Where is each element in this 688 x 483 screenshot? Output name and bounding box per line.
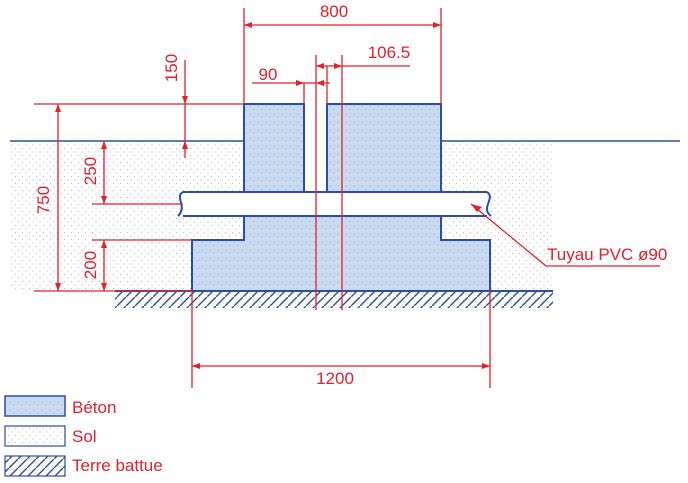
- dim-top-height: 150: [162, 54, 181, 82]
- dim-total-height: 750: [34, 186, 53, 214]
- dim-pipe-gap: 90: [259, 65, 278, 84]
- legend-swatch-hatch: [4, 455, 66, 477]
- pvc-pipe-horizontal: [180, 192, 490, 216]
- legend-swatch-concrete: [4, 395, 66, 417]
- compacted-earth: [115, 292, 553, 308]
- dim-top-width: 800: [320, 2, 348, 21]
- dim-upper-depth: 250: [81, 157, 100, 185]
- legend-label-hatch: Terre battue: [72, 456, 163, 475]
- dim-offset: 106.5: [368, 43, 411, 62]
- legend-swatch-soil: [4, 425, 66, 447]
- legend: Béton Sol Terre battue: [4, 395, 163, 477]
- pvc-pipe-callout: Tuyau PVC ø90: [547, 245, 667, 264]
- dim-base-width: 1200: [316, 369, 354, 388]
- legend-label-soil: Sol: [72, 427, 97, 446]
- dimension-arrowheads: [55, 22, 490, 369]
- legend-label-concrete: Béton: [72, 398, 116, 417]
- dim-lower-height: 200: [81, 251, 100, 279]
